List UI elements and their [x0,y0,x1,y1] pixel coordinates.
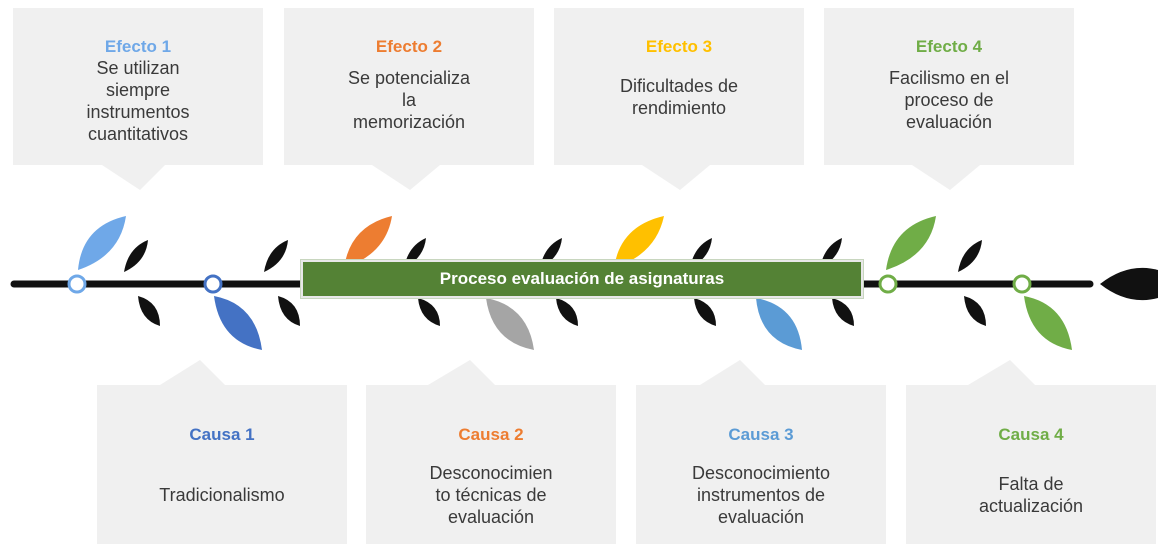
leaf-icon [138,296,160,326]
leaf-icon [958,240,982,272]
leaf-icon [556,298,578,326]
leaf-icon [278,296,300,326]
cause-title: Causa 3 [728,425,794,444]
cause-title: Causa 2 [458,425,524,444]
leaf-icon [694,298,716,326]
leaf-icon [832,298,854,326]
effect-box-2: Efecto 2 Se potencializa la memorización [284,8,534,165]
effect-title: Efecto 1 [104,37,172,56]
effect-title: Efecto 2 [375,37,443,56]
cause-title: Causa 1 [189,425,255,444]
effect-text: Se utilizan siempre instrumentos cuantit… [86,58,190,144]
effect-text: Dificultades de rendimiento [619,76,739,118]
cause-leaf-3-icon [756,298,802,350]
effect-leaf-4-icon [886,216,936,270]
effect-connectors [102,165,980,190]
cause-text: Desconocimien to técnicas de evaluación [429,463,553,527]
cause-connectors [160,360,1035,385]
cause-box-3: Causa 3 Desconocimiento instrumentos de … [636,385,886,544]
cause-text: Falta de actualización [978,474,1084,516]
cause-leaf-1-icon [214,296,262,350]
cause-box-4: Causa 4 Falta de actualización [906,385,1156,544]
node-cause-1 [203,274,223,294]
effect-title: Efecto 4 [915,37,983,56]
process-label: Proceso evaluación de asignaturas [301,260,863,298]
node-cause-4 [1012,274,1032,294]
cause-text: Tradicionalismo [159,485,285,505]
arrow-head-icon [1100,267,1158,301]
leaf-icon [264,240,288,272]
cause-leaf-4-icon [1024,296,1072,350]
effect-text: Se potencializa la memorización [347,68,471,132]
cause-leaf-2-icon [486,298,534,350]
cause-title: Causa 4 [998,425,1064,444]
effect-text: Facilismo en el proceso de evaluación [888,68,1010,132]
leaf-icon [124,240,148,272]
effect-box-1: Efecto 1 Se utilizan siempre instrumento… [13,8,263,165]
cause-box-2: Causa 2 Desconocimien to técnicas de eva… [366,385,616,544]
leaf-icon [418,298,440,326]
node-effect-4 [878,274,898,294]
effect-box-4: Efecto 4 Facilismo en el proceso de eval… [824,8,1074,165]
effect-box-3: Efecto 3 Dificultades de rendimiento [554,8,804,165]
cause-text: Desconocimiento instrumentos de evaluaci… [691,463,831,527]
effect-title: Efecto 3 [645,37,713,56]
cause-box-1: Causa 1 Tradicionalismo [97,385,347,544]
effect-leaf-3-icon [614,216,664,268]
node-effect-1 [67,274,87,294]
effect-leaf-1-icon [78,216,126,270]
leaf-icon [964,296,986,326]
effect-leaf-2-icon [344,216,392,268]
